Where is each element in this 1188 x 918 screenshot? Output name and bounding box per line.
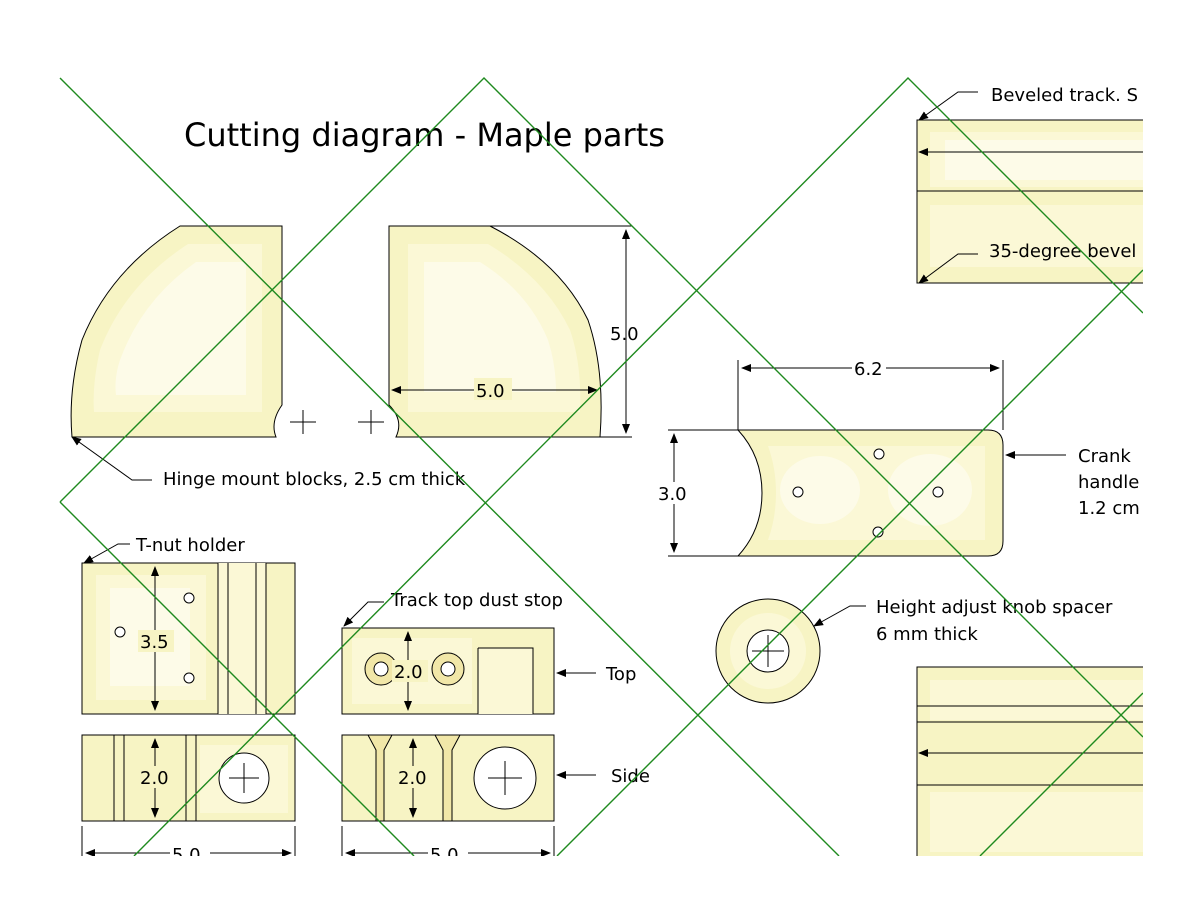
- hinge-width-dim: 5.0: [476, 381, 505, 402]
- hinge-block-left: [70, 225, 283, 438]
- tnut-label: T-nut holder: [135, 535, 245, 556]
- tnut-holder-top: [81, 562, 296, 715]
- dust-side-dim: 2.0: [398, 768, 427, 789]
- tnut-top-dim: 3.5: [140, 632, 169, 653]
- crank-label-3: 1.2 cm: [1078, 498, 1140, 519]
- tnut-width-dim: 5.0: [172, 845, 201, 866]
- dust-stop-side: [341, 734, 555, 822]
- crank-label-2: handle: [1078, 472, 1139, 493]
- bevel-35-label: 35-degree bevel: [989, 241, 1136, 262]
- tnut-holder-side: [81, 734, 296, 822]
- crank-width-dim: 6.2: [854, 359, 883, 380]
- crank-handle: [736, 429, 1004, 557]
- dust-width-dim: 5.0: [430, 845, 459, 866]
- knob-spacer: [715, 598, 821, 704]
- dust-top-dim: 2.0: [394, 662, 423, 683]
- crank-height-dim: 3.0: [658, 484, 687, 505]
- top-view-label: Top: [605, 664, 636, 685]
- center-mark: [358, 410, 384, 434]
- hinge-height-dim: 5.0: [610, 324, 639, 345]
- page-title: Cutting diagram - Maple parts: [184, 116, 665, 154]
- center-mark: [290, 410, 316, 434]
- side-view-label: Side: [611, 766, 650, 787]
- tnut-side-dim: 2.0: [140, 768, 169, 789]
- hinge-block-right: [388, 225, 602, 438]
- beveled-track-top: [916, 119, 1143, 284]
- dust-stop-label: Track top dust stop: [390, 590, 563, 611]
- dust-stop-top: [341, 627, 555, 715]
- knob-label-1: Height adjust knob spacer: [876, 597, 1113, 618]
- beveled-track-label: Beveled track. S: [991, 85, 1138, 106]
- cut-lines-overlay: [59, 77, 1143, 856]
- knob-label-2: 6 mm thick: [876, 624, 978, 645]
- crank-label-1: Crank: [1078, 446, 1131, 467]
- hinge-blocks-label: Hinge mount blocks, 2.5 cm thick: [163, 469, 466, 490]
- beveled-track-bottom: [916, 666, 1143, 856]
